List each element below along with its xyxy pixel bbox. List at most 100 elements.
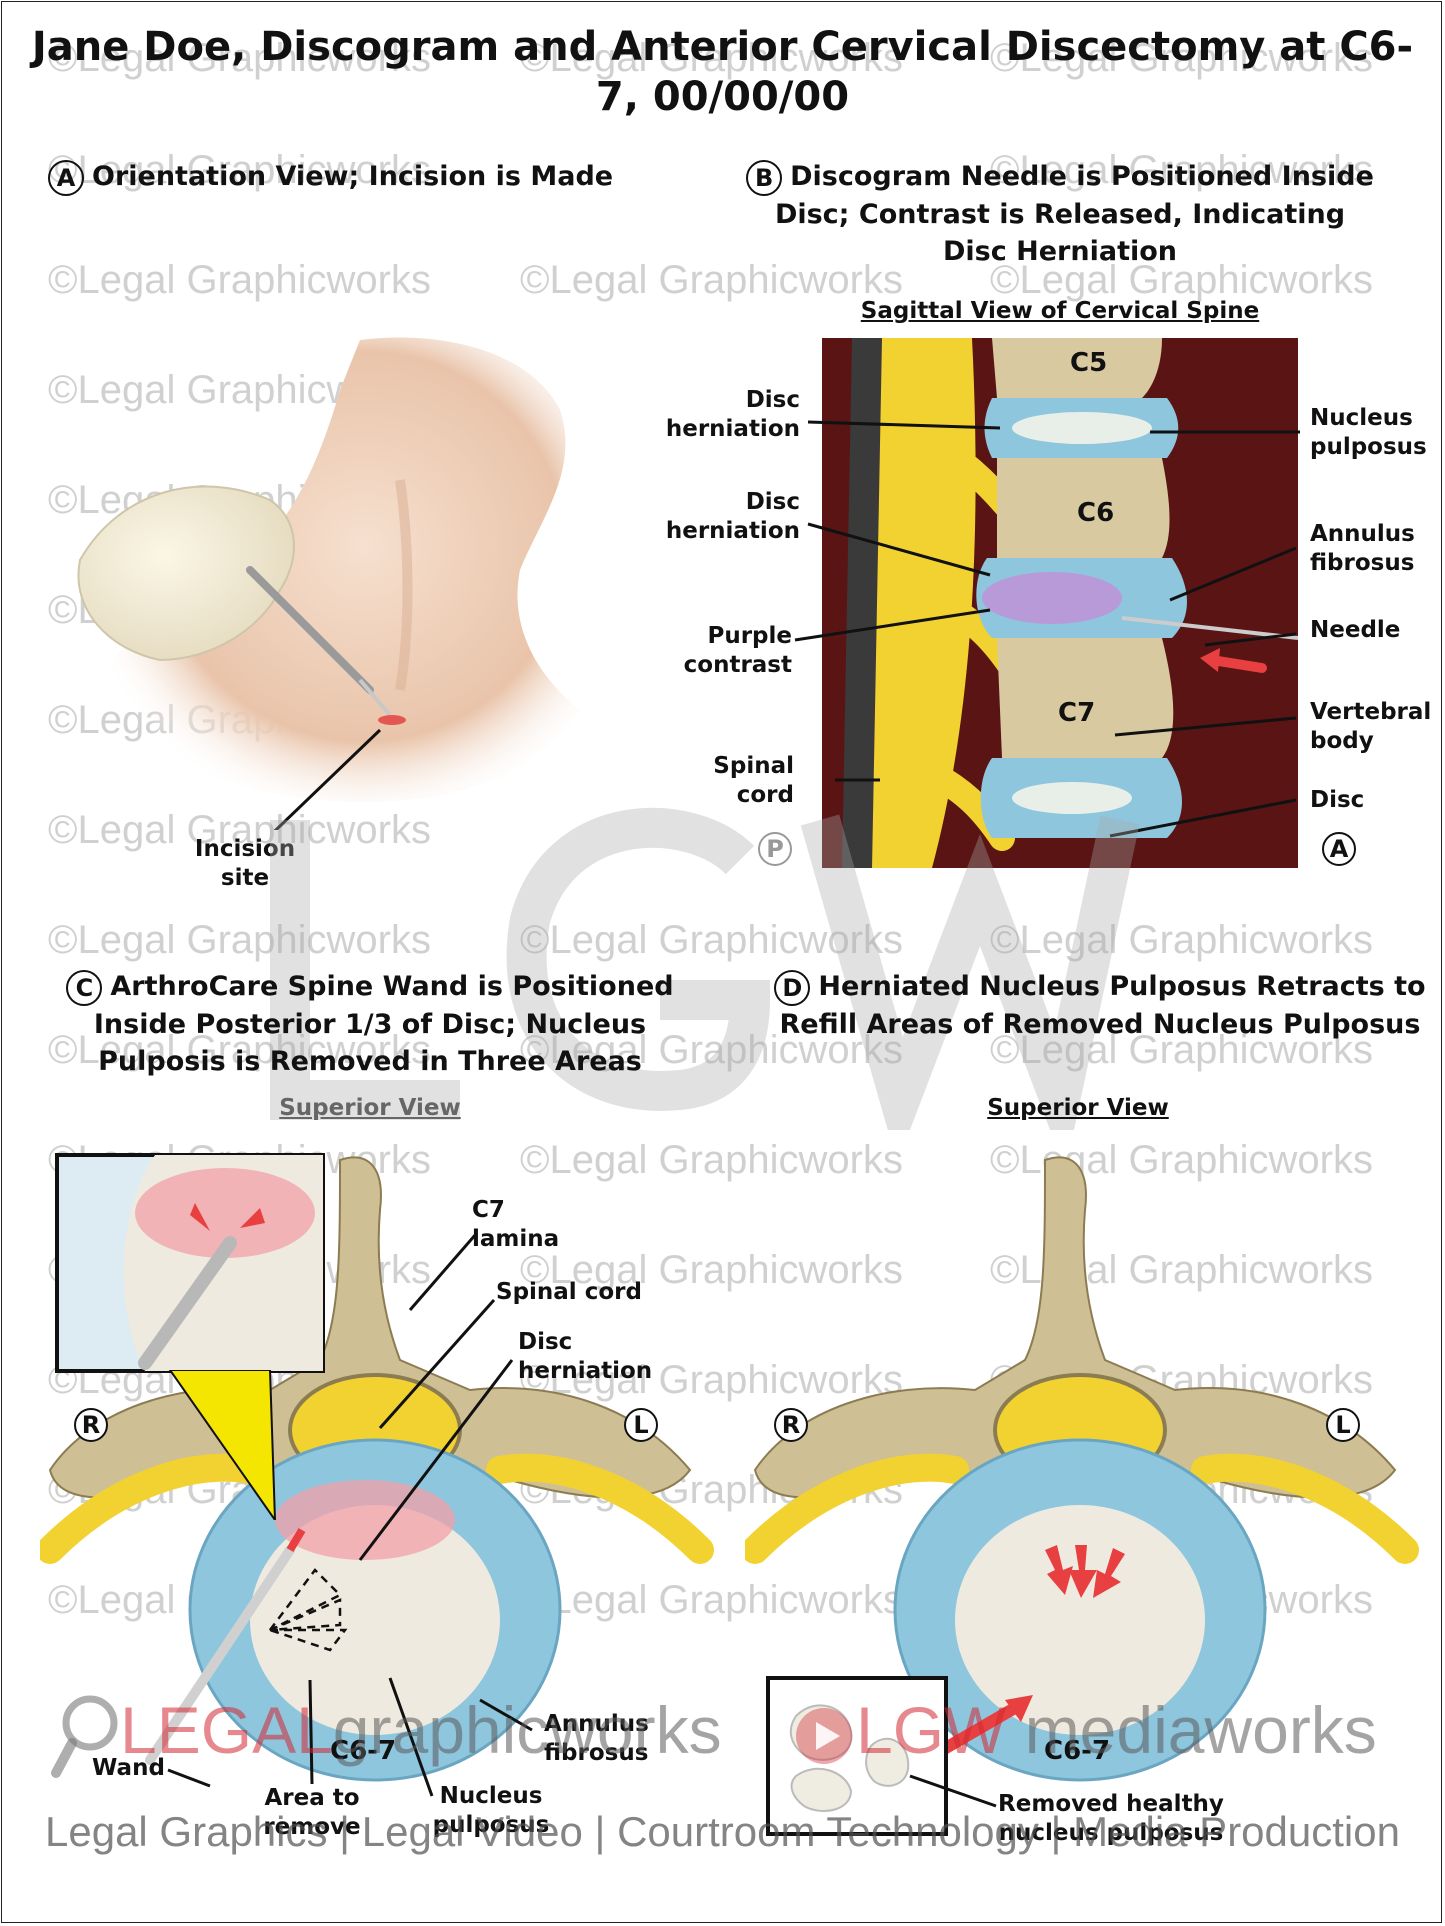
panel-a-heading-text: Orientation View; Incision is Made xyxy=(92,161,614,192)
superior-view-d-illustration xyxy=(745,1156,1419,1782)
watermark: ©Legal Graphicworks xyxy=(48,918,431,962)
watermark: ©Legal Graphicworks xyxy=(48,808,431,852)
panel-d-subtitle: Superior View xyxy=(987,1095,1169,1121)
vertebra-label-c6: C6 xyxy=(1077,498,1115,528)
watermark: ©Legal Graphicworks xyxy=(48,1028,431,1072)
watermark: ©Legal Graphicworks xyxy=(520,1028,903,1072)
panel-c-letter: C xyxy=(66,969,103,1006)
panel-b-heading-text: Discogram Needle is Positioned Inside Di… xyxy=(774,161,1374,267)
watermark: ©Legal Graphicworks xyxy=(990,36,1373,80)
watermark: ©Legal Graphicworks xyxy=(990,1028,1373,1072)
dura-dark xyxy=(842,338,882,868)
right-side-marker-c: R xyxy=(74,1408,108,1442)
gloved-hand xyxy=(77,485,295,662)
panel-a-heading: A Orientation View; Incision is Made xyxy=(48,158,648,196)
vertebra-label-c5: C5 xyxy=(1070,348,1108,378)
brand-left-rest: graphicworks xyxy=(332,1693,722,1767)
label-purple-contrast: Purple contrast xyxy=(683,623,792,678)
nerve-root-left xyxy=(40,1453,264,1564)
area-to-remove-outline xyxy=(269,1568,348,1652)
label-disc-herniation-c: Disc herniation xyxy=(518,1329,653,1384)
nucleus-c7-t1 xyxy=(1012,782,1132,814)
herniation-region xyxy=(275,1480,455,1560)
watermark: ©Legal Graphicworks xyxy=(48,148,431,192)
wand-shaft xyxy=(145,1545,295,1765)
label-wand: Wand xyxy=(92,1755,165,1781)
vertebra-c6 xyxy=(997,458,1170,558)
page-title: Jane Doe, Discogram and Anterior Cervica… xyxy=(31,24,1414,120)
label-c7-lamina: C7 lamina xyxy=(472,1197,560,1252)
watermark: ©Legal Graphicworks xyxy=(520,1578,903,1622)
label-incision-site: Incision site xyxy=(194,836,296,891)
nucleus-d xyxy=(955,1505,1205,1735)
vertebra-label-c7: C7 xyxy=(1058,698,1096,728)
label-spinal-cord-b: Spinal cord xyxy=(713,753,794,808)
label-vertebral-body: Vertebral body xyxy=(1310,699,1432,754)
watermark: ©Legal Graphicworks xyxy=(520,36,903,80)
label-area-to-remove: Area to remove xyxy=(263,1785,361,1840)
label-annulus-fibrosus-c: Annulus fibrosus xyxy=(544,1711,649,1766)
wand-tip xyxy=(286,1527,306,1553)
watermark: ©Legal Graphicworks xyxy=(520,1248,903,1292)
panel-c-subtitle: Superior View xyxy=(279,1095,461,1121)
disc-level-d: C6-7 xyxy=(1044,1736,1111,1766)
watermark: ©Legal Graphicworks xyxy=(48,36,431,80)
panel-c-heading-text: ArthroCare Spine Wand is Positioned Insi… xyxy=(93,971,674,1077)
zoom-callout-c xyxy=(168,1370,277,1520)
left-side-marker-c: L xyxy=(624,1408,658,1442)
panel-d-heading-text: Herniated Nucleus Pulposus Retracts to R… xyxy=(779,971,1426,1040)
retraction-arrows xyxy=(1045,1545,1125,1598)
right-side-marker-d: R xyxy=(774,1408,808,1442)
nerve-root-right-d xyxy=(1191,1453,1419,1564)
brand-left-main: LEGAL xyxy=(120,1693,333,1767)
panel-d-letter: D xyxy=(774,969,811,1006)
brand-right-main: LGW xyxy=(856,1693,1007,1767)
label-nucleus-pulposus-c: Nucleus pulposus xyxy=(432,1783,550,1838)
posterior-marker: P xyxy=(758,832,792,866)
scalpel-handle xyxy=(246,566,374,694)
red-arrow-head xyxy=(1200,648,1220,672)
watermark: ©Legal Graphicworks xyxy=(990,258,1373,302)
panel-b-letter: B xyxy=(746,159,783,196)
brand-left: LEGALgraphicworks xyxy=(50,1692,722,1779)
watermark: ©Legal Graphicworks xyxy=(48,258,431,302)
brand-right-rest: mediaworks xyxy=(1024,1693,1377,1767)
neck-illustration xyxy=(77,337,580,830)
vertebra-bone-d xyxy=(753,1156,1397,1499)
vertebra-c7 xyxy=(997,638,1174,758)
watermark: ©Legal Graphicworks xyxy=(520,1138,903,1182)
scalpel-blade xyxy=(358,678,392,717)
disc-level-c: C6-7 xyxy=(330,1736,397,1766)
neck-skin xyxy=(100,337,580,802)
play-button-icon xyxy=(796,1707,852,1764)
watermark: ©Legal Graphicworks xyxy=(990,148,1373,192)
panel-a-letter: A xyxy=(48,159,84,196)
label-nucleus-pulposus-b: Nucleus pulposus xyxy=(1310,405,1427,460)
magnifier-icon xyxy=(51,1695,118,1778)
panel-b-subtitle: Sagittal View of Cervical Spine xyxy=(860,298,1260,324)
label-annulus-fibrosus-b: Annulus fibrosus xyxy=(1310,521,1415,576)
footer-tagline: Legal Graphics | Legal Video | Courtroom… xyxy=(45,1808,1400,1855)
nerve-root-left-d xyxy=(745,1453,969,1564)
label-disc-herniation-upper: Disc herniation xyxy=(665,387,800,442)
label-disc-herniation-lower: Disc herniation xyxy=(665,489,800,544)
anterior-marker: A xyxy=(1322,832,1356,866)
watermark: ©Legal Graphicworks xyxy=(520,258,903,302)
watermark: ©Legal Graphicworks xyxy=(520,1358,903,1402)
label-removed-healthy-nucleus: Removed healthy nucleus pulposus xyxy=(998,1791,1224,1846)
left-side-marker-d: L xyxy=(1326,1408,1360,1442)
nerve-root-right xyxy=(486,1453,714,1564)
label-spinal-cord-c: Spinal cord xyxy=(496,1279,642,1305)
nucleus-c5-6 xyxy=(1012,412,1152,444)
brand-right: LGW mediaworks xyxy=(792,1692,1377,1768)
vertebra-c5 xyxy=(992,338,1162,398)
lgw-logo-watermark xyxy=(270,807,1140,1130)
label-disc: Disc xyxy=(1310,787,1365,813)
